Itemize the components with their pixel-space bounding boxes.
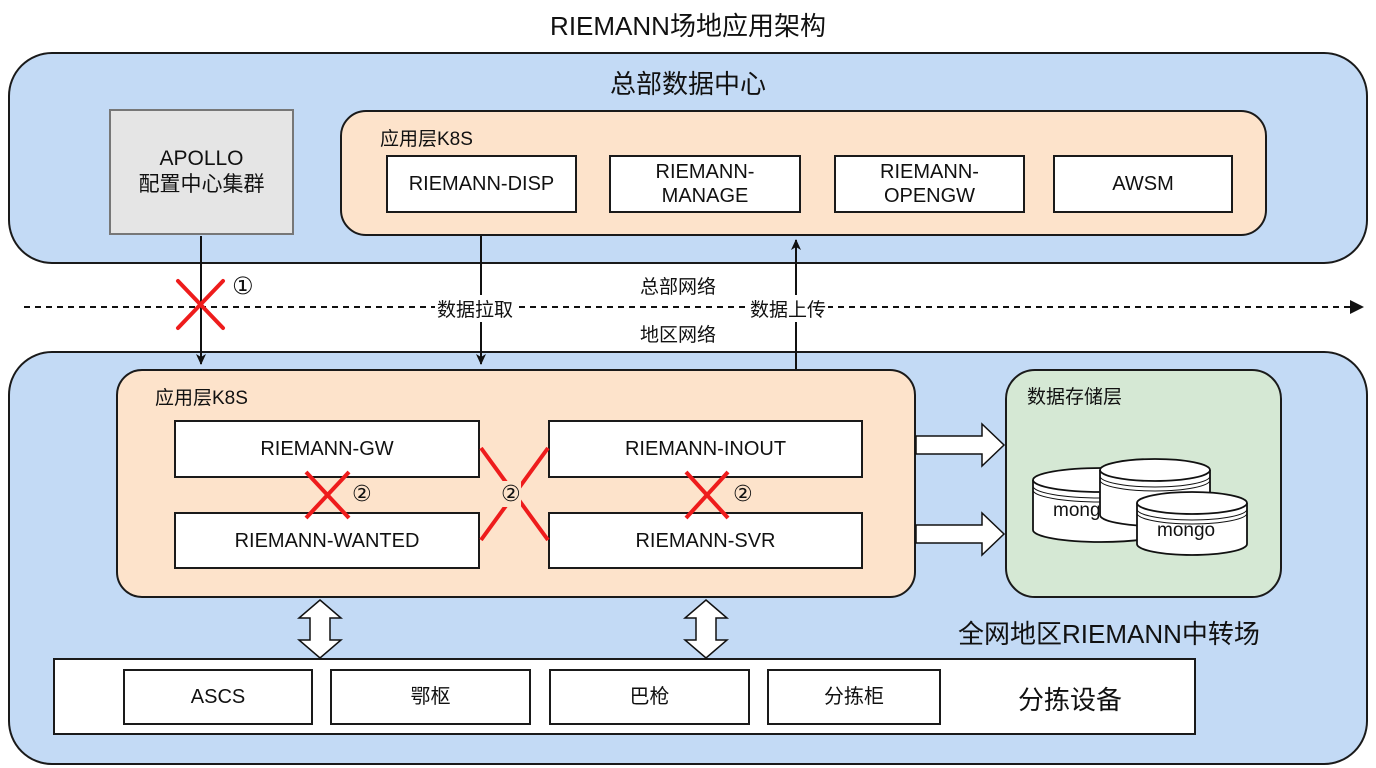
bidirectional-arrow-icon	[296, 599, 344, 659]
service-riemann-svr[interactable]: RIEMANN-SVR	[548, 512, 863, 569]
service-riemann-gw[interactable]: RIEMANN-GW	[174, 420, 480, 478]
bidirectional-arrow-icon	[682, 599, 730, 659]
service-riemann-disp[interactable]: RIEMANN-DISP	[386, 155, 577, 213]
mongo-label: mongo	[1157, 520, 1216, 541]
device-label: 巴枪	[629, 686, 670, 708]
hq-k8s-label: 应用层K8S	[380, 129, 473, 150]
device-ascs[interactable]: ASCS	[123, 669, 313, 725]
hq-network-label: 总部网络	[640, 277, 717, 298]
issue-marker-2: ②	[733, 481, 753, 506]
service-riemann-inout[interactable]: RIEMANN-INOUT	[548, 420, 863, 478]
issue-marker-2: ②	[501, 481, 521, 507]
service-riemann-opengw[interactable]: RIEMANN- OPENGW	[834, 155, 1025, 213]
service-label: RIEMANN-DISP	[408, 173, 555, 195]
device-label: 分拣柜	[824, 686, 884, 708]
service-label: AWSM	[1112, 173, 1174, 195]
region-k8s-label: 应用层K8S	[155, 388, 248, 409]
blocked-x-icon	[684, 470, 730, 520]
device-eshu[interactable]: 鄂枢	[330, 669, 531, 725]
device-sorting-cabinet[interactable]: 分拣柜	[767, 669, 941, 725]
service-riemann-wanted[interactable]: RIEMANN-WANTED	[174, 512, 480, 569]
data-pull-label: 数据拉取	[435, 295, 516, 322]
service-label: RIEMANN-GW	[260, 438, 394, 460]
diagram-title: RIEMANN场地应用架构	[550, 11, 826, 41]
issue-marker-1: ①	[232, 273, 254, 300]
apollo-config-cluster[interactable]: APOLLO 配置中心集群	[109, 109, 294, 235]
data-upload-label: 数据上传	[748, 295, 829, 322]
service-label: RIEMANN-SVR	[635, 529, 776, 552]
network-boundary-arrowhead	[1350, 300, 1364, 314]
blocked-x-icon	[176, 279, 225, 330]
service-label-line1: RIEMANN-	[880, 161, 979, 183]
device-label: ASCS	[190, 686, 246, 708]
service-awsm[interactable]: AWSM	[1053, 155, 1233, 213]
service-label-line1: RIEMANN-	[655, 161, 755, 183]
devices-label: 分拣设备	[1018, 685, 1123, 715]
service-label: RIEMANN-WANTED	[234, 529, 420, 552]
device-scanner-gun[interactable]: 巴枪	[549, 669, 750, 725]
apollo-subtitle: 配置中心集群	[138, 173, 265, 196]
blocked-x-icon	[304, 470, 351, 520]
service-label: RIEMANN-INOUT	[624, 438, 787, 460]
service-riemann-manage[interactable]: RIEMANN- MANAGE	[609, 155, 801, 213]
region-zone-label: 全网地区RIEMANN中转场	[958, 619, 1260, 649]
mongo-database-icon	[1136, 491, 1248, 556]
hq-zone-label: 总部数据中心	[609, 69, 766, 99]
to-storage-arrow-icon	[915, 511, 1006, 557]
mongo-label: mongo	[1053, 500, 1099, 521]
device-label: 鄂枢	[410, 686, 451, 708]
service-label-line2: OPENGW	[883, 185, 976, 207]
storage-label: 数据存储层	[1027, 387, 1123, 408]
service-label-line2: MANAGE	[661, 185, 749, 207]
region-network-label: 地区网络	[640, 325, 717, 346]
to-storage-arrow-icon	[915, 422, 1006, 468]
issue-marker-2: ②	[352, 481, 372, 506]
apollo-name: APOLLO	[159, 147, 244, 170]
